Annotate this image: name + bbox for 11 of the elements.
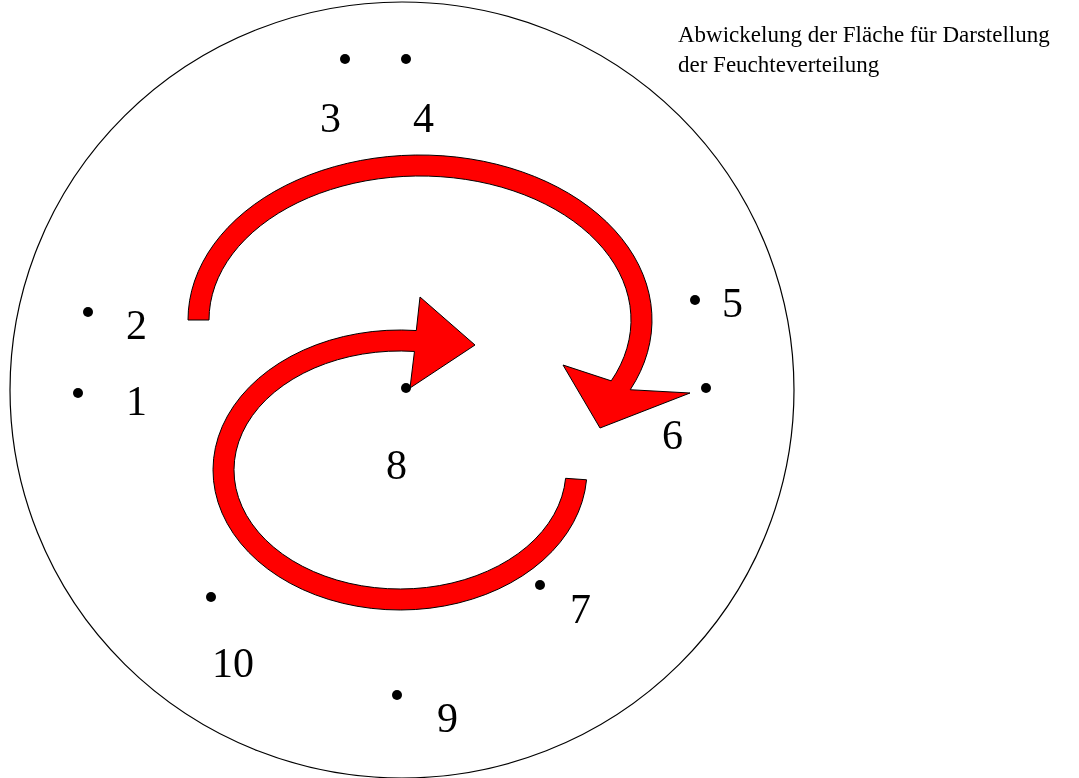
point-number: 6 [662,414,683,456]
point-number: 2 [126,304,147,346]
point-number: 3 [320,97,341,139]
point-number: 9 [437,697,458,739]
diagram-title: Abwickelung der Fläche für Darstellung der Feuchteverteilung [678,21,1051,79]
point-number: 5 [722,282,743,324]
point-number: 10 [212,642,254,684]
point-number: 8 [386,444,407,486]
point-number: 4 [413,97,434,139]
point-number: 1 [126,380,147,422]
point-number: 7 [570,588,591,630]
